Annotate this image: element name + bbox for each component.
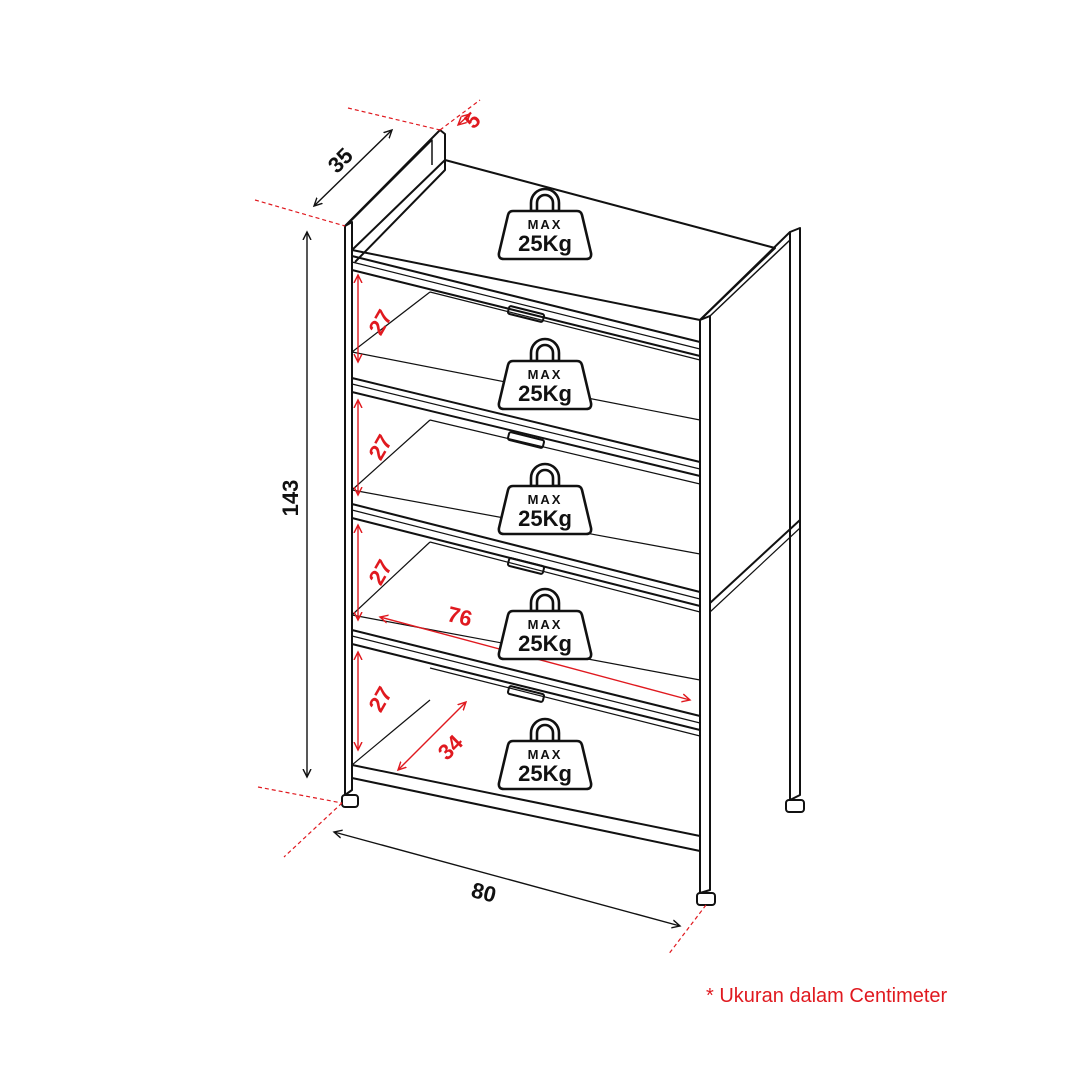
- depth-label: 35: [323, 143, 358, 178]
- arrow-icon: [314, 130, 392, 206]
- height-label: 143: [278, 480, 303, 517]
- weight-max-label: MAX: [528, 617, 563, 632]
- weight-value-label: 25Kg: [518, 761, 572, 786]
- weight-value-label: 25Kg: [518, 381, 572, 406]
- weight-max-label: MAX: [528, 217, 563, 232]
- width-label: 80: [469, 877, 499, 907]
- weight-value-label: 25Kg: [518, 231, 572, 256]
- weight-max-label: MAX: [528, 492, 563, 507]
- shelf-gap-3-label: 27: [363, 555, 397, 589]
- panel-thickness-label: 5: [459, 107, 485, 133]
- arrow-icon: [334, 832, 680, 926]
- weight-value-label: 25Kg: [518, 631, 572, 656]
- weight-value-label: 25Kg: [518, 506, 572, 531]
- extension-lines: [254, 99, 707, 956]
- arrow-icon: [398, 702, 466, 770]
- shelf-gap-2-label: 27: [363, 430, 397, 464]
- arrow-icon: [458, 114, 470, 125]
- unit-note: * Ukuran dalam Centimeter: [706, 985, 948, 1007]
- weight-max-label: MAX: [528, 747, 563, 762]
- inner-depth-label: 34: [433, 729, 469, 765]
- inner-width-label: 76: [445, 601, 475, 631]
- shelf-gap-4-label: 27: [363, 682, 397, 716]
- shelf-gap-1-label: 27: [363, 305, 397, 339]
- weight-max-label: MAX: [528, 367, 563, 382]
- dimension-arrows-black: [307, 130, 680, 926]
